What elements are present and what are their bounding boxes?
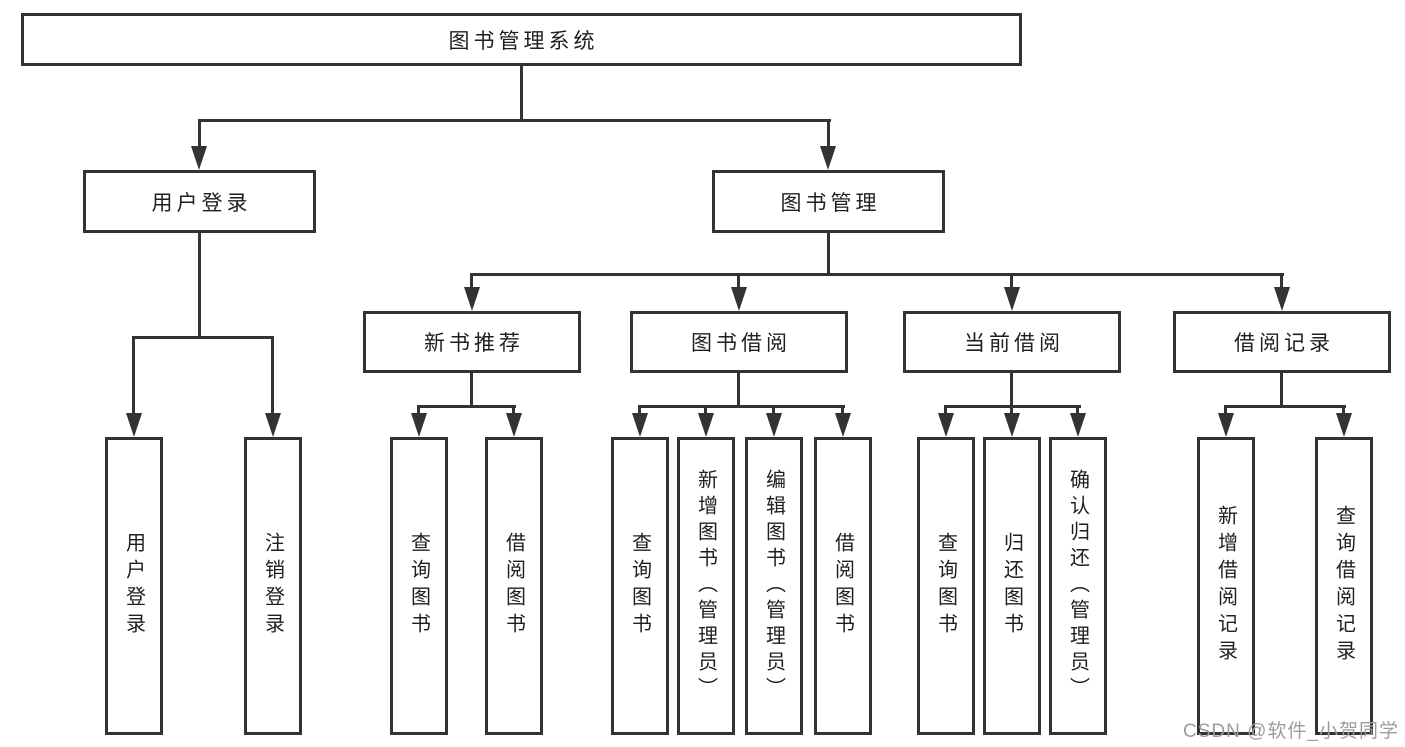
connector-level3-rail [470, 273, 1284, 276]
connector-leaf-user-login-drop [132, 336, 135, 415]
connector-bb1-drop [638, 405, 641, 417]
connector-bb-rail [638, 405, 845, 408]
connector-user-login-rail [132, 336, 274, 339]
arrow-current-borrow [1004, 287, 1020, 311]
watermark: CSDN @软件_小贺同学 [1183, 716, 1399, 743]
connector-new-book-drop [470, 273, 473, 291]
arrow-cb-return-books [1004, 413, 1020, 437]
leaf-bb-add-books-admin: 新增图书（管理员） [677, 437, 735, 735]
leaf-cb-return-books-label: 归还图书 [1000, 532, 1023, 640]
leaf-logout-label: 注销登录 [261, 532, 284, 640]
leaf-bb-edit-books-admin-label: 编辑图书（管理员） [762, 469, 785, 703]
arrow-user-login [191, 146, 207, 170]
connector-root-stub [520, 66, 523, 122]
connector-book-mgmt-drop [827, 119, 830, 148]
connector-br-stub [1280, 373, 1283, 408]
connector-bb3-drop [772, 405, 775, 417]
leaf-cb-return-books: 归还图书 [983, 437, 1041, 735]
leaf-bb-borrow-books: 借阅图书 [814, 437, 872, 735]
leaf-cb-query-books: 查询图书 [917, 437, 975, 735]
connector-nb-rail [417, 405, 516, 408]
connector-current-borrow-drop [1010, 273, 1013, 291]
leaf-bb-query-books: 查询图书 [611, 437, 669, 735]
arrow-bb-add-books [698, 413, 714, 437]
leaf-bb-add-books-admin-label: 新增图书（管理员） [694, 469, 717, 703]
arrow-borrow-records [1274, 287, 1290, 311]
arrow-nb-query-books [411, 413, 427, 437]
arrow-br-add-record [1218, 413, 1234, 437]
connector-cb2-drop [1010, 405, 1013, 417]
connector-leaf-logout-drop [271, 336, 274, 415]
arrow-cb-confirm-return [1070, 413, 1086, 437]
leaf-nb-query-books: 查询图书 [390, 437, 448, 735]
leaf-cb-confirm-return-admin-label: 确认归还（管理员） [1066, 469, 1089, 703]
leaf-user-login: 用户登录 [105, 437, 163, 735]
arrow-book-mgmt [820, 146, 836, 170]
leaf-bb-edit-books-admin: 编辑图书（管理员） [745, 437, 803, 735]
leaf-logout: 注销登录 [244, 437, 302, 735]
connector-br-rail [1224, 405, 1346, 408]
node-borrowing-records: 借阅记录 [1173, 311, 1391, 373]
node-library-system-label: 图书管理系统 [448, 29, 599, 53]
connector-bb-stub [737, 373, 740, 408]
connector-book-mgmt-stub [827, 233, 830, 276]
arrow-nb-borrow-books [506, 413, 522, 437]
leaf-nb-borrow-books-label: 借阅图书 [502, 532, 525, 640]
leaf-bb-borrow-books-label: 借阅图书 [831, 532, 854, 640]
arrow-bb-borrow-books [835, 413, 851, 437]
connector-bb4-drop [841, 405, 844, 417]
arrow-bb-edit-books [766, 413, 782, 437]
leaf-br-query-record: 查询借阅记录 [1315, 437, 1373, 735]
connector-borrow-records-drop [1280, 273, 1283, 291]
node-borrowing-records-label: 借阅记录 [1234, 332, 1334, 355]
arrow-bb-query-books [632, 413, 648, 437]
connector-nb-stub [470, 373, 473, 408]
connector-book-borrow-drop [737, 273, 740, 291]
arrow-br-query-record [1336, 413, 1352, 437]
leaf-nb-query-books-label: 查询图书 [407, 532, 430, 640]
node-user-login-label: 用户登录 [151, 191, 252, 215]
arrow-new-book-rec [464, 287, 480, 311]
node-current-borrowing-label: 当前借阅 [964, 332, 1064, 355]
leaf-user-login-label: 用户登录 [122, 532, 145, 640]
leaf-bb-query-books-label: 查询图书 [628, 532, 651, 640]
arrow-book-borrow [731, 287, 747, 311]
connector-br1-drop [1224, 405, 1227, 417]
node-new-book-recommend: 新书推荐 [363, 311, 581, 373]
leaf-cb-confirm-return-admin: 确认归还（管理员） [1049, 437, 1107, 735]
arrow-cb-query-books [938, 413, 954, 437]
connector-user-login-stub [198, 233, 201, 339]
node-new-book-recommend-label: 新书推荐 [424, 332, 524, 355]
node-book-borrowing: 图书借阅 [630, 311, 848, 373]
leaf-nb-borrow-books: 借阅图书 [485, 437, 543, 735]
connector-level2-rail [198, 119, 831, 122]
connector-bb2-drop [704, 405, 707, 417]
arrow-leaf-logout [265, 413, 281, 437]
connector-nb1-drop [417, 405, 420, 417]
node-library-system: 图书管理系统 [21, 13, 1022, 66]
connector-br2-drop [1342, 405, 1345, 417]
leaf-br-add-record-label: 新增借阅记录 [1214, 505, 1237, 667]
node-book-borrowing-label: 图书借阅 [691, 332, 791, 355]
connector-nb2-drop [512, 405, 515, 417]
leaf-br-add-record: 新增借阅记录 [1197, 437, 1255, 735]
connector-cb1-drop [944, 405, 947, 417]
node-user-login: 用户登录 [83, 170, 316, 233]
node-current-borrowing: 当前借阅 [903, 311, 1121, 373]
watermark-text: CSDN @软件_小贺同学 [1183, 721, 1399, 742]
connector-user-login-drop [198, 119, 201, 148]
connector-cb-stub [1010, 373, 1013, 408]
leaf-br-query-record-label: 查询借阅记录 [1332, 505, 1355, 667]
arrow-leaf-user-login [126, 413, 142, 437]
leaf-cb-query-books-label: 查询图书 [934, 532, 957, 640]
node-book-management-label: 图书管理 [780, 191, 881, 215]
node-book-management: 图书管理 [712, 170, 945, 233]
connector-cb3-drop [1076, 405, 1079, 417]
